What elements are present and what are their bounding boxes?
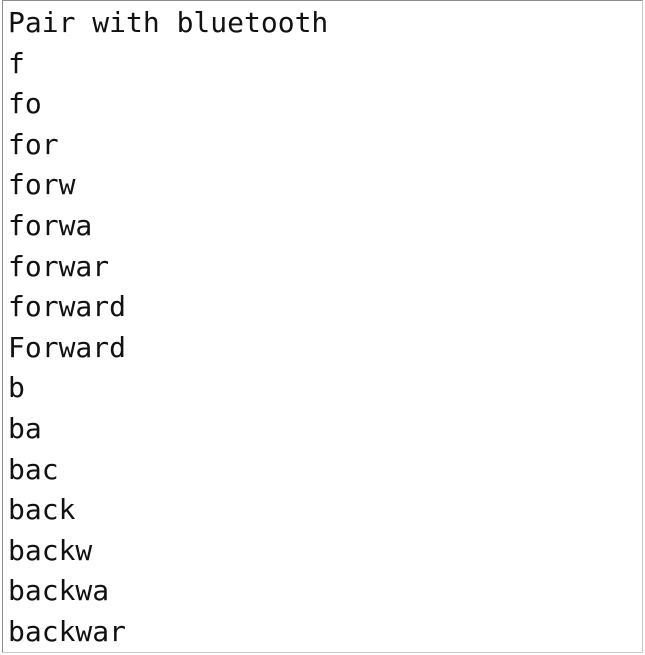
text-line: back xyxy=(8,493,76,527)
text-line: Forward xyxy=(8,330,127,364)
text-line: forwa xyxy=(8,208,93,242)
text-line: Pair with bluetooth xyxy=(8,6,329,39)
text-line: forwar xyxy=(8,249,110,283)
text-line: backw xyxy=(8,533,93,567)
text-line: ba xyxy=(8,411,42,445)
text-line: backwar xyxy=(8,614,127,648)
text-line: b xyxy=(8,371,25,405)
text-line: for xyxy=(8,127,59,161)
text-lines: Pair with bluetooth f fo for forw forwa … xyxy=(8,3,329,652)
text-line: fo xyxy=(8,87,42,121)
text-line: bac xyxy=(8,452,59,486)
text-line: f xyxy=(8,46,25,80)
text-line: backwa xyxy=(8,574,110,608)
text-line: forw xyxy=(8,168,76,202)
text-line: forward xyxy=(8,290,127,324)
